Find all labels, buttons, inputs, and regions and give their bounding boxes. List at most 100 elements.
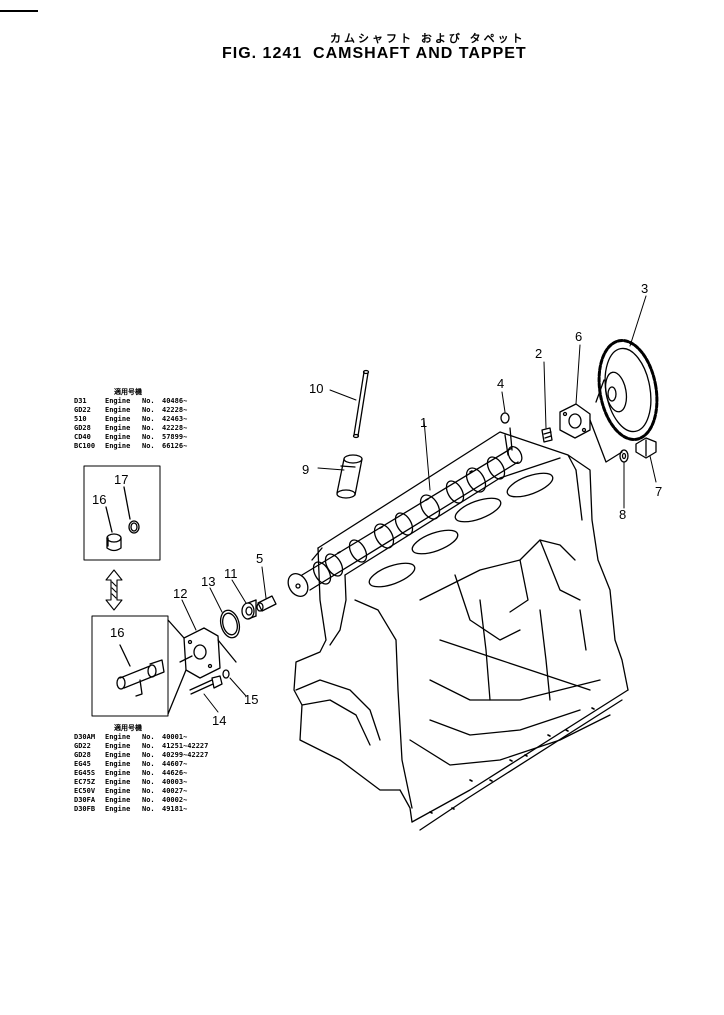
applicability-row: BC100 Engine No. 66126~: [74, 442, 187, 451]
callout-numbers: 1 2 3 4 5 6 7 8 9 10 11 12 13 14 15 16 1…: [92, 281, 662, 728]
callout-5: 5: [256, 551, 263, 566]
applicability-model: EC75Z: [74, 778, 96, 786]
callout-14: 14: [212, 713, 226, 728]
ring-part-17: [128, 520, 140, 534]
applicability-engine: Engine: [105, 742, 131, 750]
applicability-row: GD28 Engine No. 40299~42227: [74, 751, 208, 760]
title-japanese: カムシャフト および タペット: [330, 32, 526, 45]
callout-1: 1: [420, 415, 427, 430]
applicability-no: No.: [142, 751, 155, 759]
applicability-row: EC75Z Engine No. 40003~: [74, 778, 208, 787]
applicability-engine: Engine: [105, 778, 131, 786]
applicability-row: EG45 Engine No. 44607~: [74, 760, 208, 769]
applicability-model: BC100: [74, 442, 96, 450]
callout-2: 2: [535, 346, 542, 361]
applicability-no: No.: [142, 778, 155, 786]
applicability-engine: Engine: [105, 733, 131, 741]
applicability-serial: 44626~: [162, 769, 188, 777]
applicability-serial: 40002~: [162, 796, 188, 804]
applicability-model: D30AM: [74, 733, 96, 741]
applicability-model: GD28: [74, 751, 91, 759]
pin-part-4: [500, 412, 510, 424]
callout-13: 13: [201, 574, 215, 589]
applicability-heading: 適用号機: [114, 388, 142, 396]
callout-4: 4: [497, 376, 504, 391]
applicability-no: No.: [142, 787, 155, 795]
bushing-part-11: [241, 599, 257, 620]
leader-lines: [181, 295, 657, 713]
engine-block: [293, 431, 629, 831]
applicability-model: EG45S: [74, 769, 96, 777]
inset-box-bottom: [91, 615, 187, 717]
callout-11: 11: [224, 566, 238, 581]
corner-mark: [0, 0, 38, 12]
applicability-engine: Engine: [105, 760, 131, 768]
callout-15: 15: [244, 692, 258, 707]
applicability-row: EG45S Engine No. 44626~: [74, 769, 208, 778]
applicability-serial: 42228~: [162, 424, 188, 432]
applicability-no: No.: [142, 805, 155, 813]
applicability-serial: 42228~: [162, 406, 188, 414]
applicability-serial: 40003~: [162, 778, 188, 786]
thrust-plate: [559, 403, 591, 439]
callout-10: 10: [309, 381, 323, 396]
applicability-serial: 44607~: [162, 760, 188, 768]
applicability-model: EG45: [74, 760, 91, 768]
key-part-2: [541, 427, 553, 443]
applicability-no: No.: [142, 424, 155, 432]
applicability-row: D30FA Engine No. 40002~: [74, 796, 208, 805]
callout-6: 6: [575, 329, 582, 344]
bolt-part-14: [189, 675, 223, 695]
cam-gear: [595, 339, 659, 441]
applicability-no: No.: [142, 433, 155, 441]
applicability-serial: 49181~: [162, 805, 188, 813]
applicability-engine: Engine: [105, 751, 131, 759]
applicability-engine: Engine: [105, 796, 131, 804]
applicability-no: No.: [142, 796, 155, 804]
applicability-serial: 40486~: [162, 397, 188, 405]
o-ring-part-13: [219, 609, 241, 639]
applicability-engine: Engine: [105, 805, 131, 813]
applicability-no: No.: [142, 760, 155, 768]
applicability-heading: 適用号機: [114, 724, 142, 732]
bolt-part-7: [635, 437, 657, 459]
applicability-engine: Engine: [105, 769, 131, 777]
applicability-serial: 40299~42227: [162, 751, 209, 759]
applicability-serial: 41251~42227: [162, 742, 209, 750]
inset-box-top: [83, 465, 161, 561]
applicability-engine: Engine: [105, 424, 131, 432]
applicability-no: No.: [142, 442, 155, 450]
camshaft: [287, 427, 523, 597]
applicability-engine: Engine: [105, 406, 131, 414]
callout-7: 7: [655, 484, 662, 499]
applicability-model: D31: [74, 397, 87, 405]
applicability-serial: 57899~: [162, 433, 188, 441]
push-rod: [352, 369, 370, 439]
callout-9: 9: [302, 462, 309, 477]
applicability-model: CD40: [74, 433, 91, 441]
applicability-engine: Engine: [105, 433, 131, 441]
assembly-line-right: [589, 419, 623, 463]
applicability-model: D30FA: [74, 796, 96, 804]
figure-title: FIG. 1241 CAMSHAFT AND TAPPET: [222, 45, 527, 62]
applicability-engine: Engine: [105, 787, 131, 795]
applicability-no: No.: [142, 769, 155, 777]
applicability-model: GD22: [74, 742, 91, 750]
applicability-engine: Engine: [105, 415, 131, 423]
applicability-serial: 40027~: [162, 787, 188, 795]
applicability-model: GD22: [74, 406, 91, 414]
applicability-no: No.: [142, 415, 155, 423]
applicability-engine: Engine: [105, 442, 131, 450]
applicability-model: 510: [74, 415, 87, 423]
applicability-serial: 66126~: [162, 442, 188, 450]
